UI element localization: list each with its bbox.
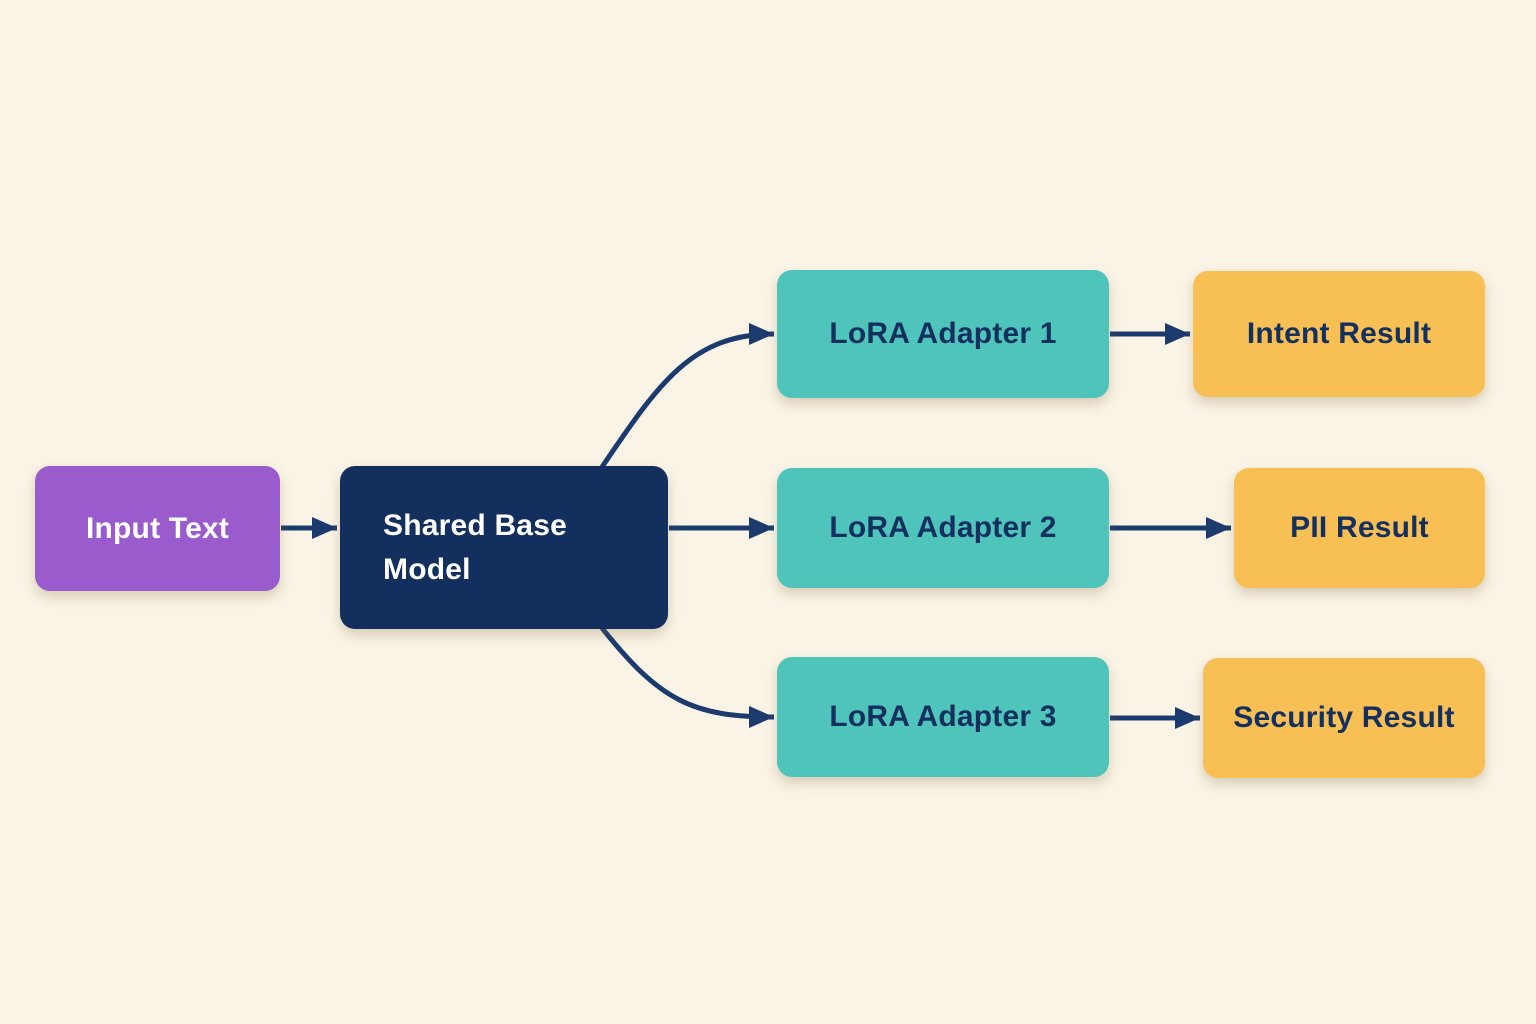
edge-shared-base-model-to-lora-adapter-1 <box>599 323 775 469</box>
node-input-text-label: Input Text <box>85 511 230 545</box>
edge-shared-base-model-to-lora-adapter-3 <box>600 626 775 728</box>
node-lora-adapter-1-label: LoRA Adapter 1 <box>829 317 1057 351</box>
node-security-result: Security Result <box>1203 658 1485 778</box>
node-pii-result-label: PII Result <box>1290 511 1429 545</box>
node-shared-base-model: Shared Base Model <box>340 466 668 629</box>
node-lora-adapter-3-label: LoRA Adapter 3 <box>829 700 1057 734</box>
node-lora-adapter-2-label: LoRA Adapter 2 <box>829 511 1057 545</box>
node-input-text: Input Text <box>35 466 280 591</box>
node-lora-adapter-2: LoRA Adapter 2 <box>777 468 1109 588</box>
node-shared-base-model-label: Shared Base Model <box>383 509 567 586</box>
node-intent-result: Intent Result <box>1193 271 1485 397</box>
node-pii-result: PII Result <box>1234 468 1485 588</box>
node-lora-adapter-1: LoRA Adapter 1 <box>777 270 1109 398</box>
node-intent-result-label: Intent Result <box>1246 317 1432 351</box>
node-lora-adapter-3: LoRA Adapter 3 <box>777 657 1109 777</box>
node-security-result-label: Security Result <box>1233 701 1455 735</box>
